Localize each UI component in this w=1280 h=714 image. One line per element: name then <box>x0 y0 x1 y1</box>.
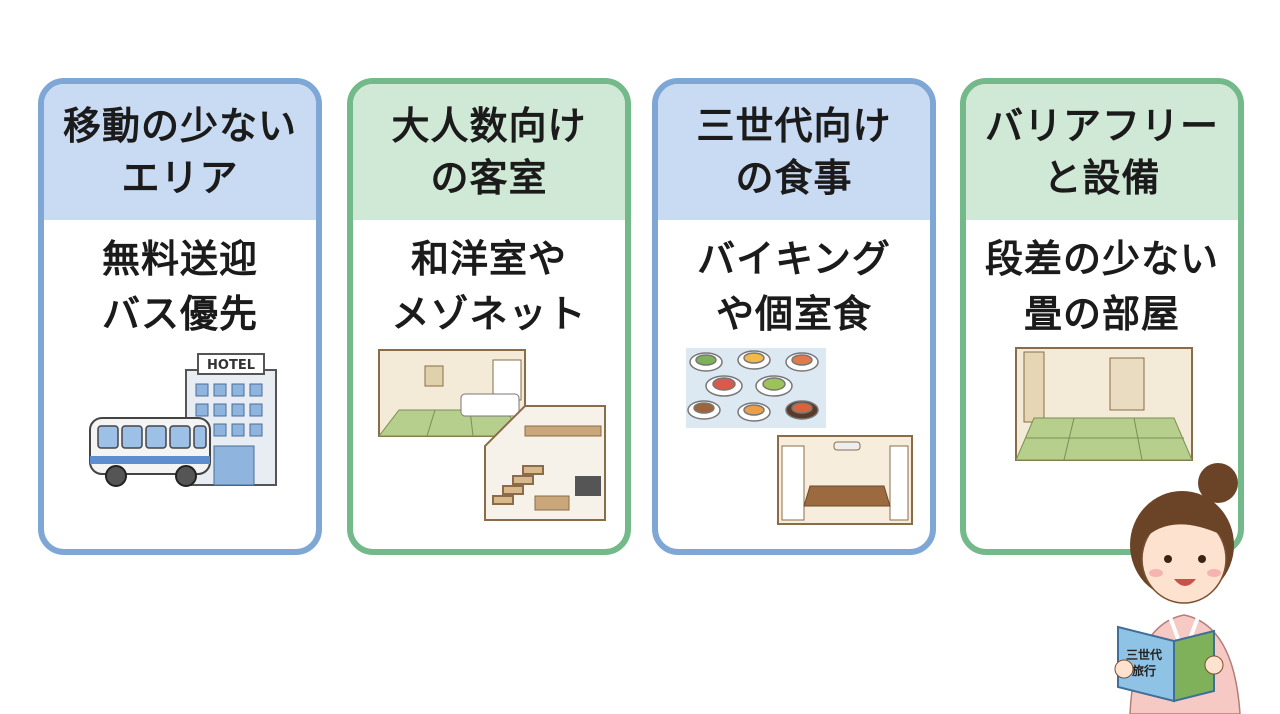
card-header: 大人数向け の客室 <box>353 84 625 220</box>
card-detail: 段差の少ない 畳の部屋 <box>966 232 1238 342</box>
card-detail-line: バス優先 <box>101 292 258 336</box>
room-illustration <box>377 349 606 521</box>
tatami-room-image <box>1015 347 1193 461</box>
meal-illustration <box>686 348 913 525</box>
card-title-line: バリアフリー <box>984 104 1219 148</box>
card-family-meals: 三世代向け の食事 バイキング や個室食 <box>652 78 936 555</box>
card-title-line: エリア <box>121 156 239 200</box>
card-detail: 和洋室や メゾネット <box>353 232 625 342</box>
book-title-line: 旅行 <box>1132 663 1156 678</box>
card-header: バリアフリー と設備 <box>966 84 1238 220</box>
card-transport-area: 移動の少ない エリア 無料送迎 バス優先 HOTEL <box>38 78 322 555</box>
buffet-image <box>686 348 826 428</box>
hair-bun <box>1198 463 1238 503</box>
card-detail-line: 無料送迎 <box>101 237 258 281</box>
card-detail: バイキング や個室食 <box>658 232 930 342</box>
card-title-line: の食事 <box>735 156 853 200</box>
card-title-line: 大人数向け <box>391 104 587 148</box>
card-title-line: の客室 <box>430 156 548 200</box>
card-title-line: 三世代向け <box>696 104 892 148</box>
private-dining-room-image <box>777 435 913 525</box>
card-header: 三世代向け の食事 <box>658 84 930 220</box>
card-large-group-room: 大人数向け の客室 和洋室や メゾネット <box>347 78 631 555</box>
card-detail-line: 畳の部屋 <box>1023 292 1180 336</box>
bus-icon <box>89 417 211 487</box>
card-detail-line: バイキング <box>697 237 891 281</box>
hotel-sign-text: HOTEL <box>207 358 255 373</box>
card-detail-line: 段差の少ない <box>984 237 1219 281</box>
japanese-western-room-image <box>377 349 527 437</box>
card-detail-line: 和洋室や <box>410 237 567 281</box>
maisonette-room-image <box>484 405 606 521</box>
hotel-bus-illustration: HOTEL <box>89 353 277 487</box>
card-title-line: と設備 <box>1043 156 1161 200</box>
card-title-line: 移動の少ない <box>62 104 297 148</box>
card-detail-line: や個室食 <box>715 292 872 336</box>
book-title-line: 三世代 <box>1126 647 1162 662</box>
guide-character-illustration: 三世代 旅行 <box>1114 463 1241 714</box>
card-barrier-free: バリアフリー と設備 段差の少ない 畳の部屋 <box>960 78 1244 555</box>
guidebook: 三世代 旅行 <box>1117 625 1215 703</box>
card-header: 移動の少ない エリア <box>44 84 316 220</box>
card-detail-line: メゾネット <box>391 292 587 336</box>
card-detail: 無料送迎 バス優先 <box>44 232 316 342</box>
hand <box>1204 655 1224 675</box>
hand <box>1114 659 1134 679</box>
